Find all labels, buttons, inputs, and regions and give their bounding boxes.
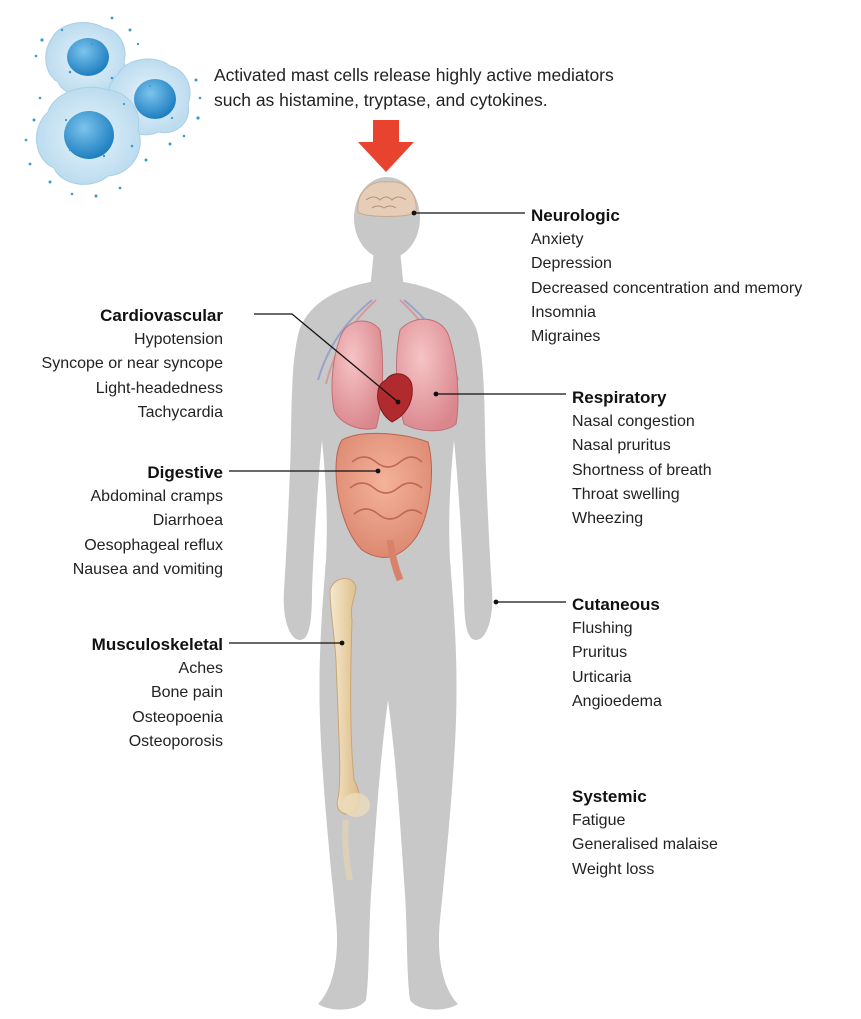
respiratory-title: Respiratory [572, 385, 712, 410]
musculoskeletal-title: Musculoskeletal [0, 632, 223, 657]
symptom-item: Throat swelling [572, 483, 712, 507]
symptom-item: Wheezing [572, 507, 712, 531]
digestive-group: Digestive Abdominal cramps Diarrhoea Oes… [0, 460, 223, 582]
symptom-item: Migraines [531, 325, 802, 349]
symptom-item: Syncope or near syncope [0, 352, 223, 376]
mast-cell-icon [37, 87, 141, 184]
systemic-title: Systemic [572, 784, 718, 809]
symptom-item: Aches [0, 657, 223, 681]
symptom-item: Flushing [572, 617, 662, 641]
digestive-list: Abdominal cramps Diarrhoea Oesophageal r… [0, 485, 223, 582]
cardiovascular-group: Cardiovascular Hypotension Syncope or ne… [0, 303, 223, 425]
symptom-item: Hypotension [0, 328, 223, 352]
symptom-item: Osteoporosis [0, 730, 223, 754]
symptom-item: Nasal congestion [572, 410, 712, 434]
symptom-item: Osteopoenia [0, 706, 223, 730]
digestive-title: Digestive [0, 460, 223, 485]
cutaneous-group: Cutaneous Flushing Pruritus Urticaria An… [572, 592, 662, 714]
symptom-item: Diarrhoea [0, 509, 223, 533]
neurologic-group: Neurologic Anxiety Depression Decreased … [531, 203, 802, 349]
symptom-item: Tachycardia [0, 401, 223, 425]
symptom-item: Fatigue [572, 809, 718, 833]
musculoskeletal-list: Aches Bone pain Osteopoenia Osteoporosis [0, 657, 223, 754]
symptom-item: Shortness of breath [572, 459, 712, 483]
symptom-item: Anxiety [531, 228, 802, 252]
symptom-item: Light-headedness [0, 377, 223, 401]
cardiovascular-title: Cardiovascular [0, 303, 223, 328]
symptom-item: Pruritus [572, 641, 662, 665]
respiratory-group: Respiratory Nasal congestion Nasal pruri… [572, 385, 712, 531]
musculoskeletal-group: Musculoskeletal Aches Bone pain Osteopoe… [0, 632, 223, 754]
systemic-group: Systemic Fatigue Generalised malaise Wei… [572, 784, 718, 882]
body-silhouette [284, 177, 493, 1010]
symptom-item: Oesophageal reflux [0, 534, 223, 558]
cardiovascular-list: Hypotension Syncope or near syncope Ligh… [0, 328, 223, 425]
cutaneous-title: Cutaneous [572, 592, 662, 617]
symptom-item: Depression [531, 252, 802, 276]
intro-line: such as histamine, tryptase, and cytokin… [214, 88, 614, 113]
symptom-item: Nasal pruritus [572, 434, 712, 458]
systemic-list: Fatigue Generalised malaise Weight loss [572, 809, 718, 882]
symptom-item: Weight loss [572, 858, 718, 882]
symptom-item: Insomnia [531, 301, 802, 325]
symptom-item: Bone pain [0, 681, 223, 705]
down-arrow-icon [358, 120, 414, 172]
intro-line: Activated mast cells release highly acti… [214, 63, 614, 88]
symptom-item: Nausea and vomiting [0, 558, 223, 582]
symptom-item: Urticaria [572, 666, 662, 690]
intro-text: Activated mast cells release highly acti… [214, 63, 614, 113]
respiratory-list: Nasal congestion Nasal pruritus Shortnes… [572, 410, 712, 531]
symptom-item: Generalised malaise [572, 833, 718, 857]
symptom-item: Abdominal cramps [0, 485, 223, 509]
cutaneous-list: Flushing Pruritus Urticaria Angioedema [572, 617, 662, 714]
neurologic-list: Anxiety Depression Decreased concentrati… [531, 228, 802, 349]
mast-cells-icon [25, 17, 202, 198]
neurologic-title: Neurologic [531, 203, 802, 228]
symptom-item: Decreased concentration and memory [531, 277, 802, 301]
symptom-item: Angioedema [572, 690, 662, 714]
